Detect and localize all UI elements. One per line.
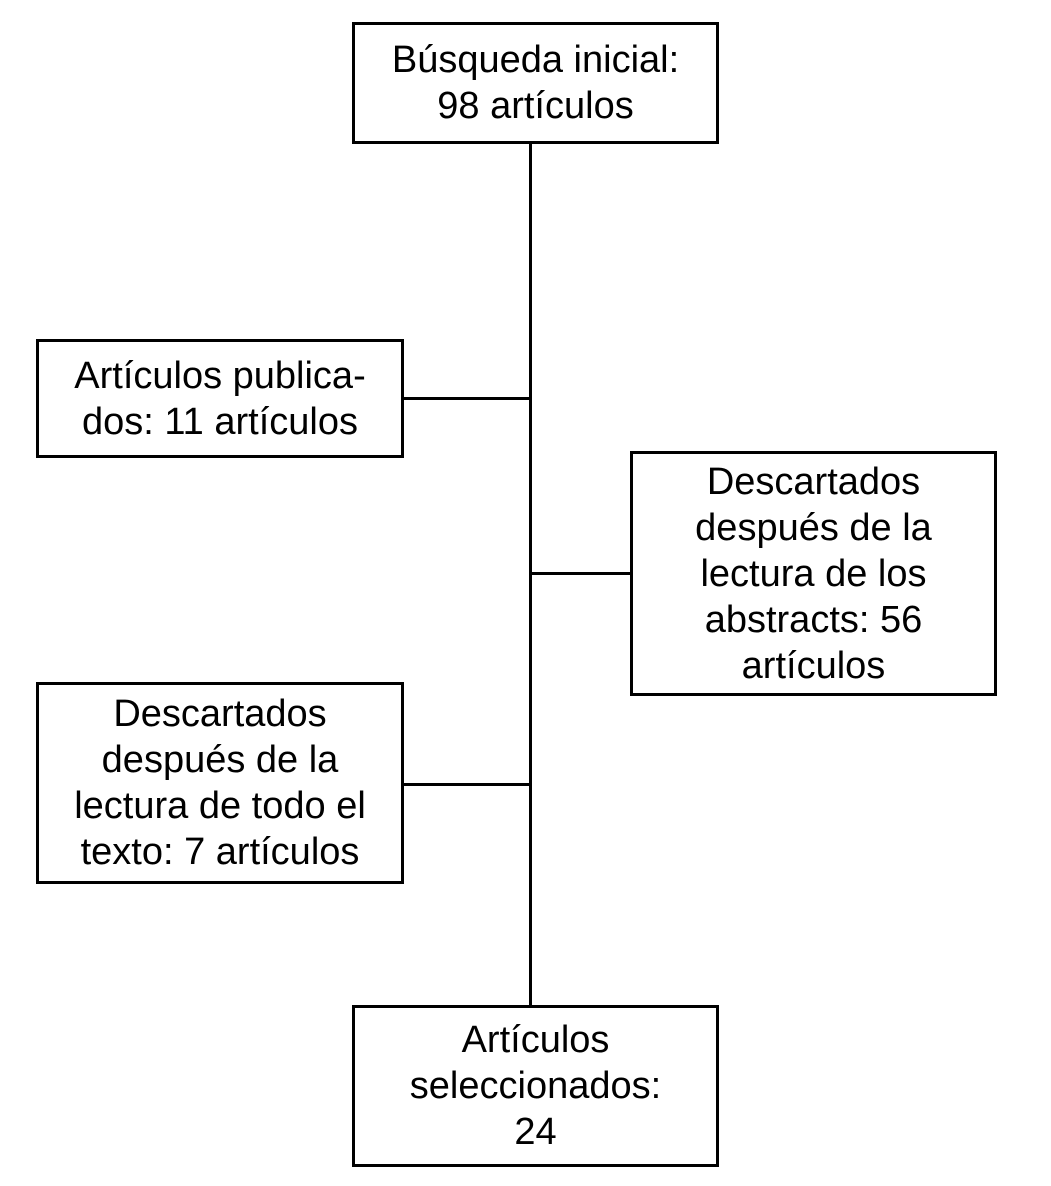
published-box-connector-line <box>404 397 530 400</box>
selected-articles-box: Artículos seleccionados: 24 <box>352 1005 719 1167</box>
discarded-after-abstracts-box: Descartados después de la lectura de los… <box>630 451 997 696</box>
initial-search-box: Búsqueda inicial: 98 artículos <box>352 22 719 144</box>
main-vertical-connector-line <box>529 144 532 1006</box>
discarded-after-full-text-box: Descartados después de la lectura de tod… <box>36 682 404 884</box>
fulltext-box-connector-line <box>404 783 530 786</box>
abstracts-box-connector-line <box>531 572 631 575</box>
published-articles-box: Artículos publica- dos: 11 artículos <box>36 339 404 458</box>
